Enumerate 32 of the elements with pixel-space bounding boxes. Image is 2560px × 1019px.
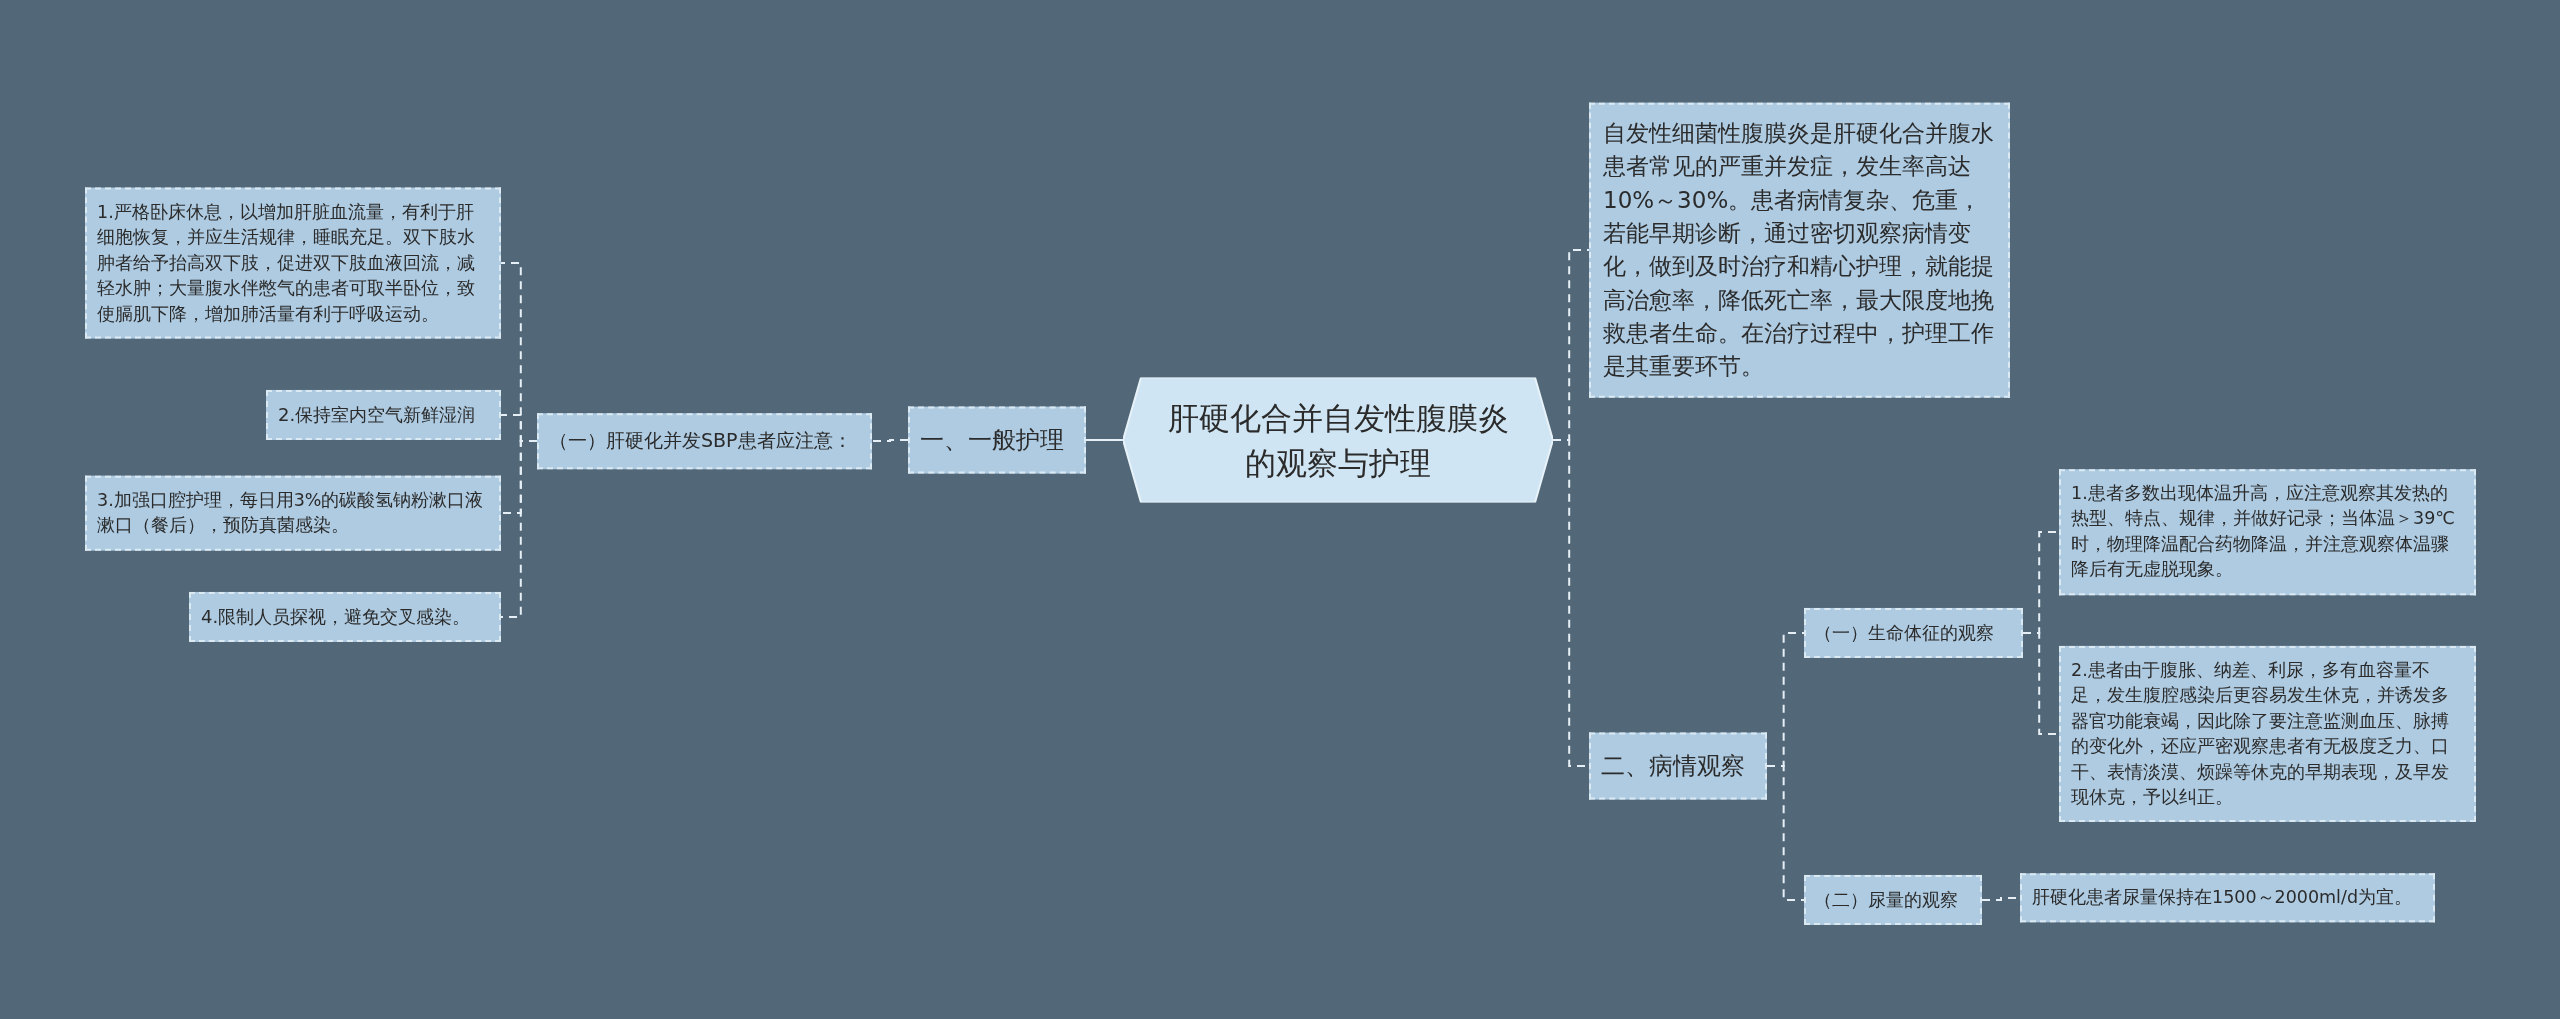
note-text: 4.限制人员探视，避免交叉感染。 bbox=[201, 604, 472, 629]
connector-line bbox=[871, 439, 909, 442]
subtopic-label: （二）尿量的观察 bbox=[1814, 887, 1959, 912]
branch-title: 二、病情观察 bbox=[1601, 750, 1746, 782]
note-text: 2.保持室内空气新鲜湿润 bbox=[278, 402, 477, 427]
note-box bbox=[85, 187, 501, 339]
branch-box bbox=[1589, 732, 1767, 800]
intro-text: 自发性细菌性腹膜炎是肝硬化合并腹水患者常见的严重并发症，发生率高达10%～30%。患者病情复杂、危重，若能早期诊断，通过密切观察病情变化，做到及时治疗和精心护理，就能提高治愈率，降低死亡率，最大限度地挽救患者生命。在治疗过程中，护理工作是其重要环节。 bbox=[1603, 118, 1995, 382]
note-box bbox=[2020, 873, 2435, 923]
note-text: 1.患者多数出现体温升高，应注意观察其发热的热型、特点、规律，并做好记录；当体温＞39℃时，物理降温配合药物降温，并注意观察体温骤降后有无虚脱现象。 bbox=[2071, 482, 2456, 582]
note-text: 2.患者由于腹胀、纳差、利尿，多有血容量不足，发生腹腔感染后更容易发生休克，并诱发多器官功能衰竭，因此除了要注意监测血压、脉搏的变化外，还应严密观察患者有无极度乏力、口干、表情淡漠、烦躁等休克的早期表现，及早发现休克，予以纠正。 bbox=[2071, 658, 2450, 809]
note-text: 肝硬化患者尿量保持在1500～2000ml/d为宜。 bbox=[2032, 886, 2413, 910]
subtopic-label: （一）生命体征的观察 bbox=[1814, 620, 1995, 645]
note-box bbox=[266, 389, 501, 441]
subtopic-box bbox=[1804, 874, 1982, 926]
intro-box bbox=[1589, 102, 2010, 398]
topic-title: 肝硬化合并自发性腹膜炎的观察与护理 bbox=[1166, 398, 1510, 482]
note-box bbox=[2059, 645, 2476, 823]
subtopic-box bbox=[537, 413, 872, 469]
connector-line bbox=[500, 440, 538, 618]
branch-box bbox=[908, 406, 1086, 474]
subtopic-label: （一）肝硬化并发SBP患者应注意： bbox=[549, 428, 853, 454]
topic-hexagon bbox=[1123, 377, 1553, 503]
note-text: 3.加强口腔护理，每日用3%的碳酸氢钠粉漱口液漱口（餐后），预防真菌感染。 bbox=[97, 488, 485, 537]
connector-line bbox=[1085, 439, 1124, 441]
note-box bbox=[85, 475, 501, 551]
note-box bbox=[189, 591, 501, 643]
connector-line bbox=[1766, 765, 1805, 901]
subtopic-box bbox=[1804, 607, 2023, 659]
note-text: 1.严格卧床休息，以增加肝脏血流量，有利于肝细胞恢复，并应生活规律，睡眠充足。双下肢水肿者给予抬高双下肢，促进双下肢血液回流，减轻水肿；大量腹水伴憋气的患者可取半卧位，致使膈肌下降，增加肺活量有利于呼吸运动。 bbox=[97, 200, 476, 326]
branch-title: 一、一般护理 bbox=[920, 424, 1065, 456]
note-box bbox=[2059, 469, 2476, 595]
